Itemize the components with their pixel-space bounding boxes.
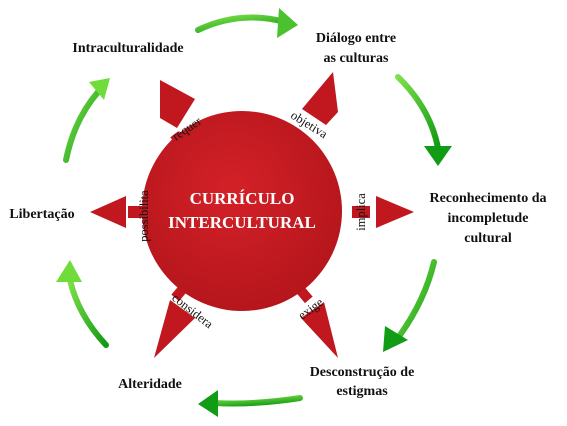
node-libertacao: Libertação [9, 207, 74, 222]
node-dialogo-line1: Diálogo entre [316, 31, 396, 46]
node-desconstrucao-line1: Desconstrução de [310, 365, 415, 380]
arrowhead-considera [154, 300, 195, 358]
node-reconhecimento-line1: Reconhecimento da [429, 191, 546, 206]
green-arrow-top-left [63, 89, 101, 163]
green-arrow-bottom-right [397, 259, 437, 338]
cycle-arrows [56, 8, 452, 417]
stem-possibilita [128, 206, 146, 218]
node-desconstrucao-line2: estigmas [336, 384, 388, 399]
green-arrowhead-bottom-right [383, 326, 408, 352]
stem-implica [352, 206, 370, 218]
connector-label-possibilita: possibilita [137, 190, 151, 242]
node-dialogo-line2: as culturas [324, 51, 390, 66]
node-intraculturalidade: Intraculturalidade [72, 41, 183, 56]
connector-label-implica: implica [354, 193, 368, 231]
node-reconhecimento-line2: incompletude [448, 211, 529, 226]
center-title-line2: INTERCULTURAL [168, 213, 316, 232]
green-arrow-bottom [212, 395, 303, 407]
green-arrowhead-top [277, 8, 298, 38]
node-alteridade: Alteridade [118, 377, 182, 392]
green-arrowhead-bottom-left [56, 260, 82, 282]
arrowhead-exige [301, 302, 338, 358]
green-arrow-top [195, 14, 288, 33]
arrowhead-possibilita [90, 196, 126, 228]
arrowhead-implica [376, 196, 414, 228]
center-circle-group: CURRÍCULO INTERCULTURAL [142, 111, 342, 311]
center-title-line1: CURRÍCULO [190, 189, 295, 208]
center-circle [142, 111, 342, 311]
green-arrow-bottom-left [67, 277, 109, 348]
green-arrowhead-top-right [424, 146, 452, 166]
green-arrowhead-top-left [89, 78, 110, 100]
node-reconhecimento-line3: cultural [464, 231, 512, 246]
arrowhead-requer [160, 80, 195, 128]
green-arrowhead-bottom [198, 390, 218, 417]
green-arrow-top-right [395, 74, 441, 151]
node-labels: Intraculturalidade Diálogo entre as cult… [9, 31, 546, 399]
arrowhead-objetiva [302, 72, 338, 125]
